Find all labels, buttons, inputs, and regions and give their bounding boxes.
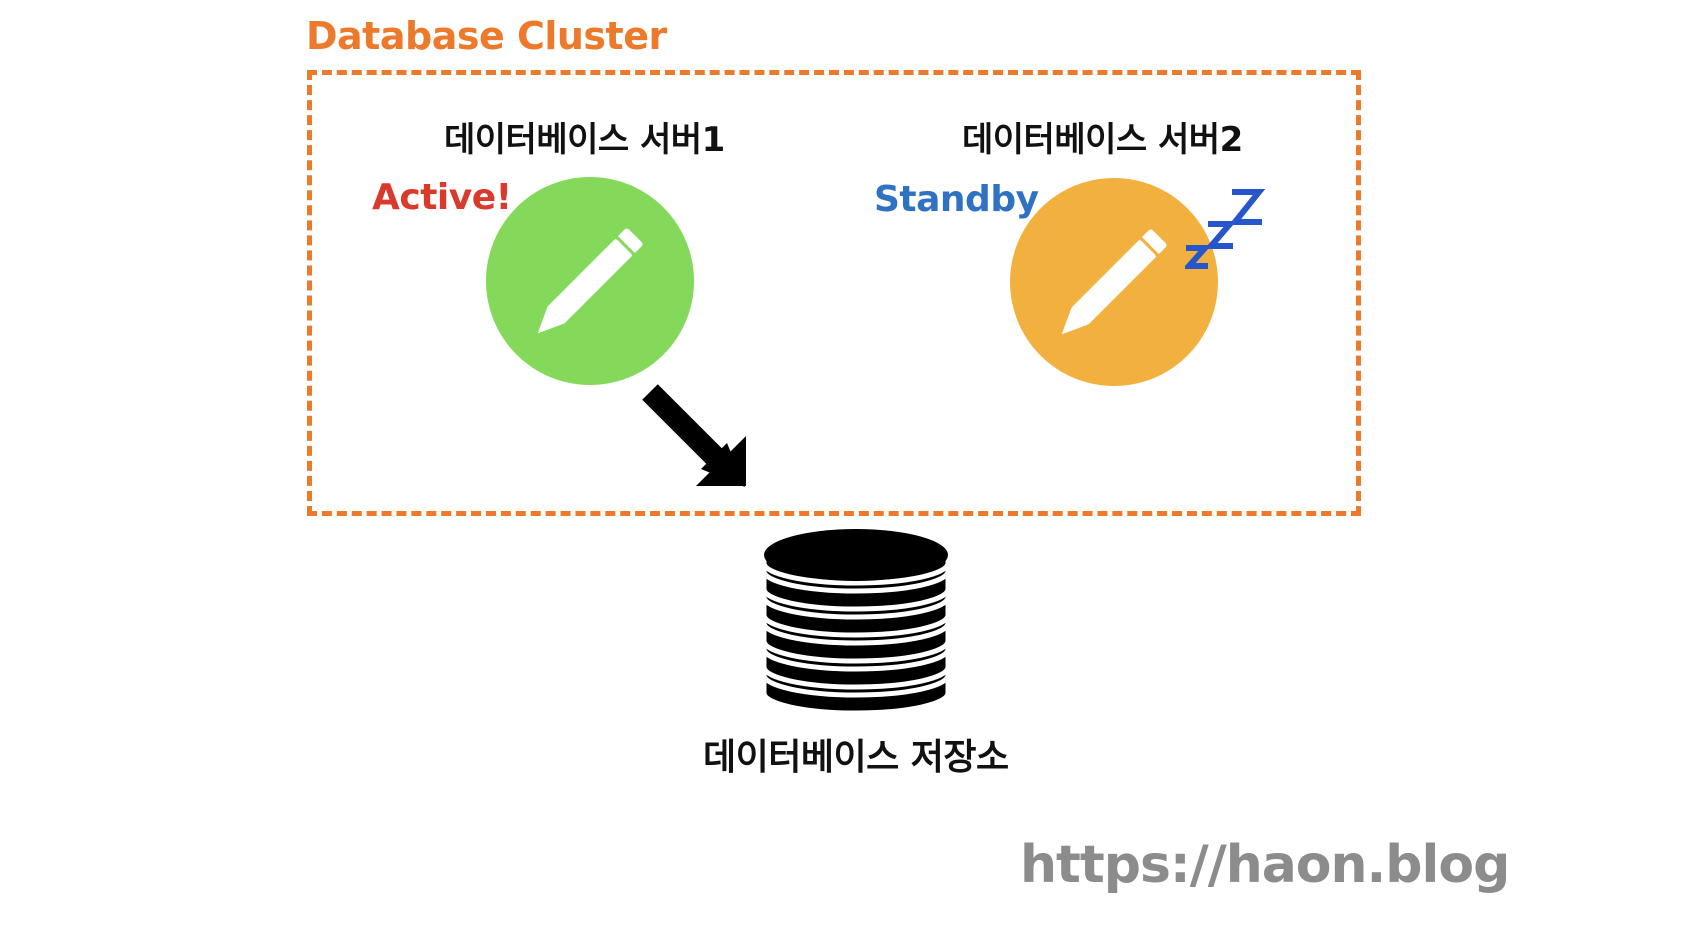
sleep-zzz-icon	[1185, 189, 1266, 269]
storage-label: 데이터베이스 저장소	[703, 737, 1009, 778]
server2-node	[1010, 178, 1218, 386]
database-icon	[762, 529, 950, 716]
server1-node	[486, 177, 694, 385]
pencil-icon	[1061, 229, 1167, 335]
server1-status-label: Active!	[372, 177, 512, 218]
cluster-title: Database Cluster	[306, 14, 667, 58]
watermark-text: https://haon.blog	[1020, 835, 1510, 895]
server1-title: 데이터베이스 서버1	[444, 120, 725, 160]
server2-status-label: Standby	[874, 179, 1039, 220]
arrow-down-right-icon	[642, 384, 746, 487]
server2-title: 데이터베이스 서버2	[962, 120, 1243, 160]
cluster-boundary	[307, 70, 1361, 516]
pencil-icon	[537, 228, 643, 334]
